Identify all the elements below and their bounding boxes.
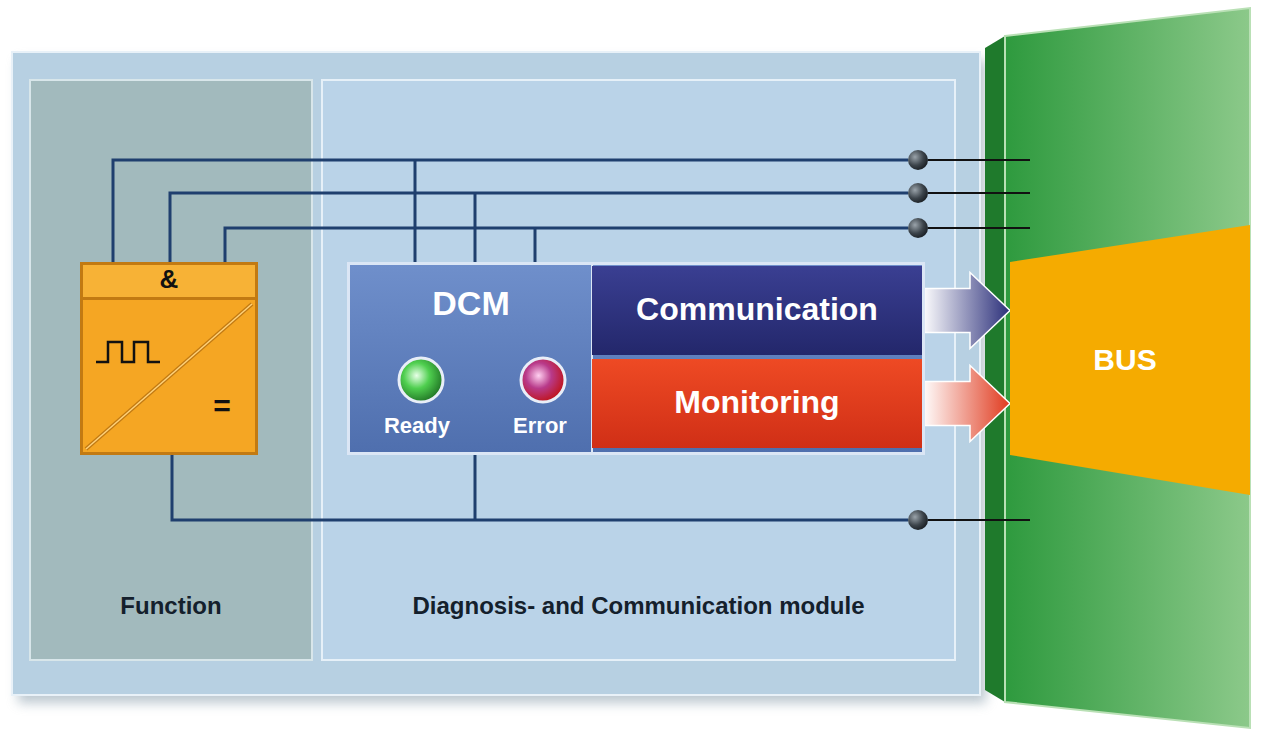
bus-lead [928,159,1030,161]
terminal [908,510,928,530]
node-text: Diagnosis- and Communication module [322,592,955,621]
node-text: Communication [592,290,922,328]
frame-shadow [18,60,986,703]
wire [172,455,908,520]
terminal [908,150,928,170]
wire [414,160,417,262]
communication-box: Communication [592,266,922,355]
wire [225,228,908,262]
terminal [908,218,928,238]
wire [113,160,908,262]
led-label: Ready [362,413,472,439]
node-text: Monitoring [592,383,922,421]
wire [170,193,908,262]
led-label: Error [490,413,590,439]
wire [474,455,477,520]
function-section [30,80,312,660]
wire [534,228,537,262]
function-section: &=Function [30,80,312,660]
node-text: BUS [1055,342,1195,378]
bus-arrow [922,366,1010,442]
bus-lead [928,227,1030,229]
bus-lead [928,519,1030,521]
module-section [322,80,955,660]
module-section: CommunicationMonitoring DCM Diagnosis- and… [322,80,955,660]
bus-arrow [922,273,1010,349]
bus-lead [928,192,1030,194]
terminal [908,183,928,203]
bus-band: BUS [1010,225,1250,495]
node-text: = [192,388,252,424]
node-text: DCM [350,283,592,324]
function-block: &= [80,262,258,455]
monitoring-box: Monitoring [592,359,922,448]
bus-panel [1005,8,1250,728]
bus-panel-side [985,36,1005,702]
node-text: & [80,264,258,295]
outer-panel [12,52,980,695]
node-text: Function [30,592,312,621]
